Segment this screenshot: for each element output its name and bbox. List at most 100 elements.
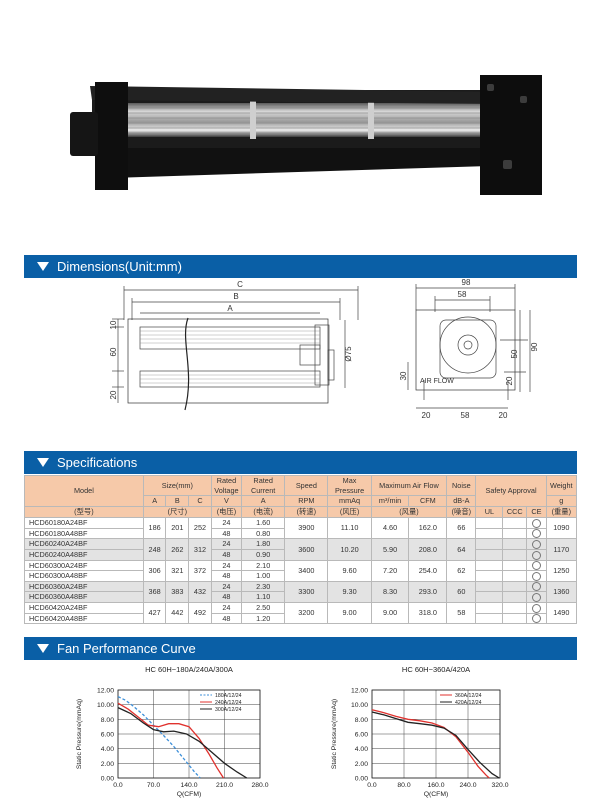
header-speed: Speed xyxy=(284,474,329,497)
chart-title: HC 60H−360A/420A xyxy=(402,665,470,674)
series-line-0 xyxy=(371,709,490,779)
table-cell: HCD60300A24BF xyxy=(24,559,144,572)
y-tick-label: 10.00 xyxy=(351,702,368,709)
table-cell-ul xyxy=(475,570,504,582)
table-cell: HCD60420A24BF xyxy=(24,601,144,614)
header-weight: Weight xyxy=(545,474,578,497)
table-cell: 1.10 xyxy=(241,591,286,603)
x-tick-label: 320.0 xyxy=(491,782,508,789)
unit-ce: CE xyxy=(526,506,547,519)
ce-circle-icon xyxy=(531,603,541,613)
table-cell: 24 xyxy=(210,580,243,593)
table-cell: 1.00 xyxy=(241,570,286,582)
unit-a: A xyxy=(142,495,167,508)
x-tick-label: 70.0 xyxy=(147,782,160,789)
table-cell: 60 xyxy=(446,580,477,603)
ce-circle-icon xyxy=(531,571,541,581)
legend-label: 360A/12/24 xyxy=(455,693,482,699)
table-cell: 8.30 xyxy=(370,580,410,603)
table-cell-ccc xyxy=(502,591,528,603)
ce-circle-icon xyxy=(531,582,541,592)
table-cell: 9.60 xyxy=(327,559,372,582)
table-cell: 1170 xyxy=(545,538,578,561)
table-cell-ul xyxy=(475,601,504,614)
dim-label-50: 50 xyxy=(510,349,519,358)
table-cell: 1090 xyxy=(545,517,578,540)
dim-label-20: 20 xyxy=(109,390,118,399)
specifications-table: Model Size(mm) Rated Voltage Rated Curre… xyxy=(24,474,578,625)
unit-dba: dB-A xyxy=(446,495,477,508)
y-tick-label: 12.00 xyxy=(97,688,114,695)
x-tick-label: 160.0 xyxy=(427,782,444,789)
table-cell-ce xyxy=(526,591,547,603)
series-line-0 xyxy=(117,696,201,779)
table-cell: 2.30 xyxy=(241,580,286,593)
table-cell-ul xyxy=(475,612,504,625)
table-cell: 48 xyxy=(210,548,243,561)
legend-label: 240A/12/24 xyxy=(215,700,242,706)
ce-circle-icon xyxy=(531,550,541,560)
table-cell-ce xyxy=(526,548,547,561)
table-cell-ccc xyxy=(502,527,528,540)
x-axis-label: Q(CFM) xyxy=(177,791,202,798)
table-cell: 24 xyxy=(210,601,243,614)
dim-label-20-right: 20 xyxy=(505,376,514,385)
dim-label-a: A xyxy=(227,304,233,313)
table-cell-ul xyxy=(475,527,504,540)
y-tick-label: 2.00 xyxy=(355,761,368,768)
table-cell: 248 xyxy=(142,538,167,561)
table-cell: 201 xyxy=(165,517,190,540)
table-cell: 372 xyxy=(188,559,212,582)
table-cell-ul xyxy=(475,559,504,572)
dimension-drawings: C B A 10 60 20 Ø75 98 58 90 50 20 30 AIR… xyxy=(109,278,539,420)
table-cell: 5.90 xyxy=(370,538,410,561)
section-title: Fan Performance Curve xyxy=(57,641,196,656)
table-cell: 7.20 xyxy=(370,559,410,582)
ce-circle-icon xyxy=(531,518,541,528)
cn-flow: (风量) xyxy=(370,506,448,519)
table-cell: 24 xyxy=(210,559,243,572)
table-cell-ccc xyxy=(502,570,528,582)
table-cell: 3900 xyxy=(284,517,329,540)
table-cell-ccc xyxy=(502,580,528,593)
table-cell-ce xyxy=(526,570,547,582)
table-cell: 11.10 xyxy=(327,517,372,540)
dim-label-phi75: Ø75 xyxy=(344,346,353,362)
table-cell: 318.0 xyxy=(408,601,448,625)
table-cell: 442 xyxy=(165,601,190,625)
series-line-1 xyxy=(117,702,225,779)
table-cell: 1.80 xyxy=(241,538,286,550)
cn-weight: (重量) xyxy=(545,506,578,519)
table-cell-ul xyxy=(475,517,504,529)
y-tick-label: 6.00 xyxy=(101,732,114,739)
table-cell: 3300 xyxy=(284,580,329,603)
table-cell: 312 xyxy=(188,538,212,561)
table-cell: 9.00 xyxy=(327,601,372,625)
table-cell: 162.0 xyxy=(408,517,448,540)
table-cell: 10.20 xyxy=(327,538,372,561)
y-tick-label: 0.00 xyxy=(355,776,368,783)
table-cell: 9.00 xyxy=(370,601,410,625)
table-cell: 48 xyxy=(210,612,243,625)
ce-circle-icon xyxy=(531,539,541,549)
dim-label-bottom-20a: 20 xyxy=(422,411,431,420)
table-cell: 186 xyxy=(142,517,167,540)
unit-ul: UL xyxy=(475,506,504,519)
airflow-label: AIR FLOW xyxy=(420,378,454,385)
table-cell-ccc xyxy=(502,548,528,561)
section-header-fan-curve: Fan Performance Curve xyxy=(24,637,577,660)
unit-rpm: RPM xyxy=(284,495,329,508)
triangle-down-icon xyxy=(37,262,49,271)
unit-cfm: CFM xyxy=(408,495,448,508)
table-cell: 64 xyxy=(446,538,477,561)
header-rated-current: Rated Current xyxy=(241,474,286,497)
series-line-2 xyxy=(117,707,248,779)
table-cell-ce xyxy=(526,517,547,529)
y-axis-label: Static Pressure(mmAq) xyxy=(331,699,338,769)
unit-amp: A xyxy=(241,495,286,508)
x-tick-label: 210.0 xyxy=(216,782,233,789)
table-cell: HCD60300A48BF xyxy=(24,570,144,582)
table-cell: 383 xyxy=(165,580,190,603)
dim-label-c: C xyxy=(237,280,243,289)
